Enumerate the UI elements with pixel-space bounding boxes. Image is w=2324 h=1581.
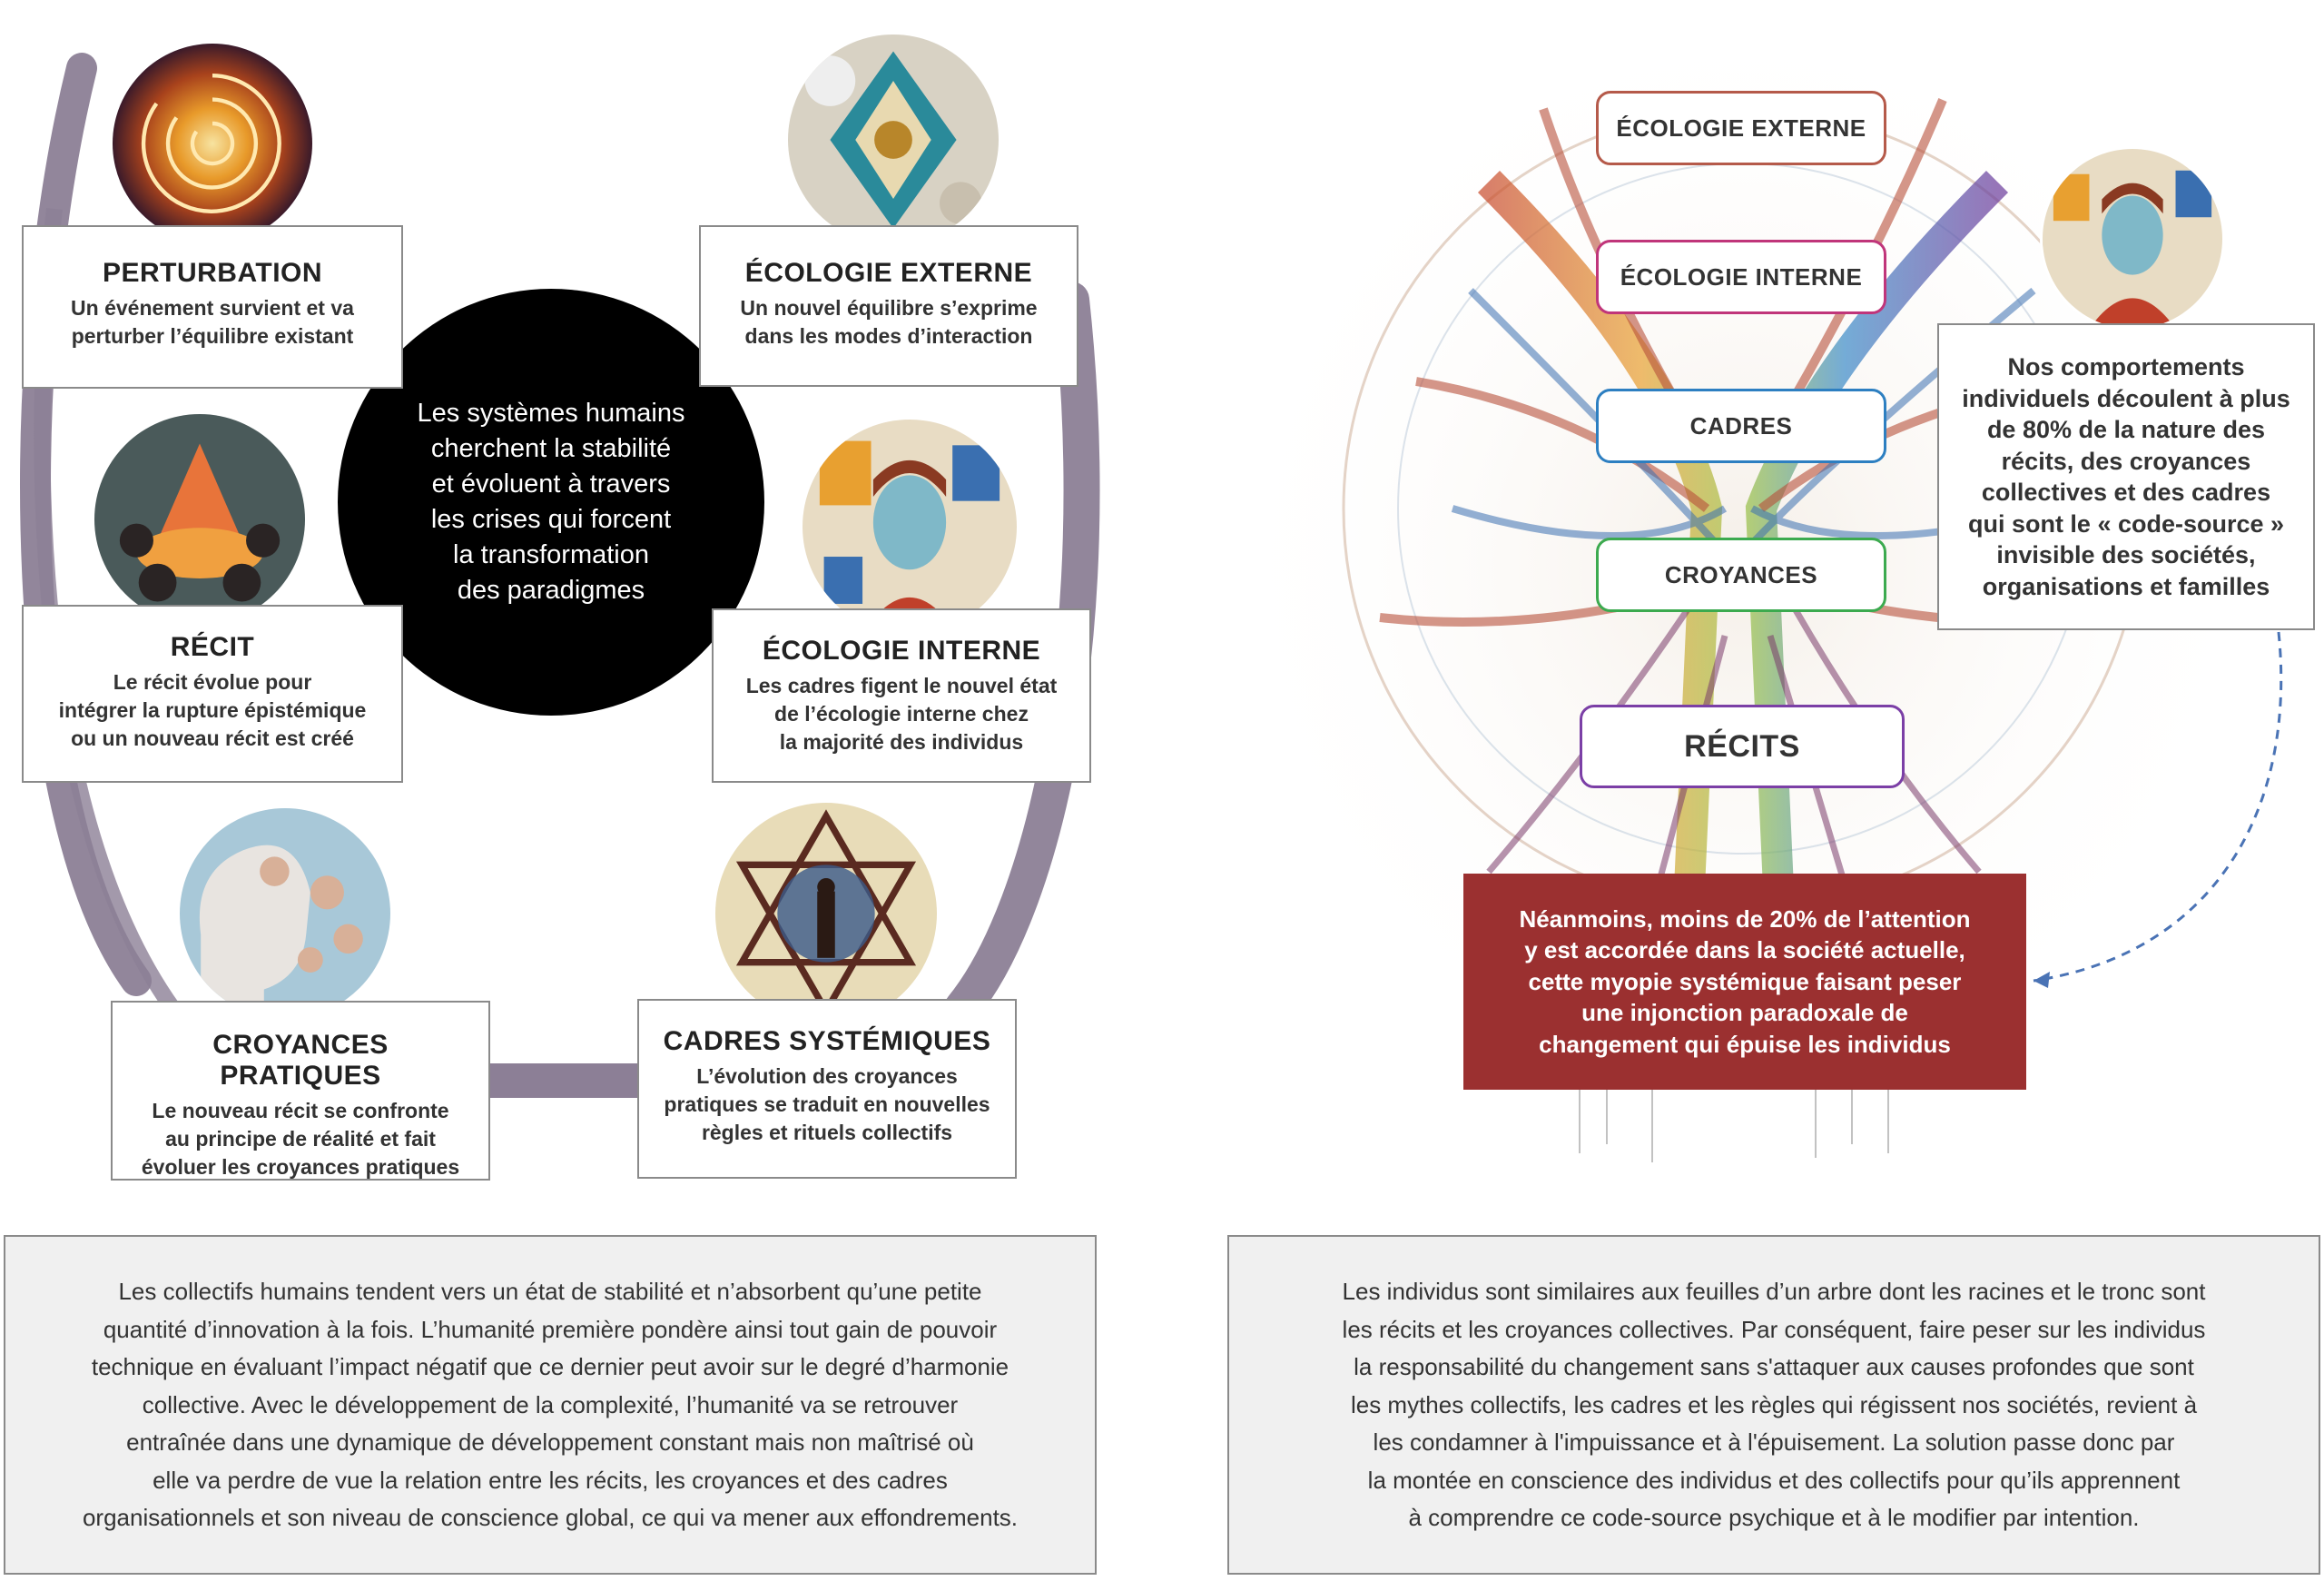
- stage-description: Le récit évolue pour intégrer la rupture…: [58, 670, 367, 750]
- stage-description: Le nouveau récit se confronte au princip…: [141, 1099, 460, 1179]
- dashed-arrow: [2033, 631, 2283, 988]
- stage-card-perturbation: PERTURBATION Un événement survient et va…: [22, 225, 403, 389]
- stage-title: CROYANCES PRATIQUES: [212, 1030, 389, 1091]
- layer-cadres: CADRES: [1596, 389, 1886, 463]
- left-summary-box: Les collectifs humains tendent vers un é…: [4, 1235, 1097, 1575]
- croyances-pratiques-image: [180, 808, 390, 1019]
- stage-description: Les cadres figent le nouvel état de l’éc…: [745, 674, 1058, 754]
- stage-card-ecologie-interne: ÉCOLOGIE INTERNE Les cadres figent le no…: [712, 608, 1091, 783]
- layer-ecologie-interne: ÉCOLOGIE INTERNE: [1596, 240, 1886, 314]
- stage-title: PERTURBATION: [102, 258, 323, 288]
- behaviour-info-box: Nos comportements individuels découlent …: [1937, 323, 2315, 630]
- behaviour-text: Nos comportements individuels découlent …: [1962, 353, 2290, 600]
- stage-title: ÉCOLOGIE EXTERNE: [744, 258, 1033, 288]
- layer-recits: RÉCITS: [1580, 705, 1905, 788]
- recit-image: [94, 414, 305, 625]
- right-summary-box: Les individus sont similaires aux feuill…: [1227, 1235, 2320, 1575]
- center-circle: Les systèmes humains cherchent la stabil…: [338, 289, 764, 716]
- perturbation-image: [113, 44, 312, 243]
- stage-description: Un événement survient et va perturber l’…: [71, 296, 354, 348]
- ecologie-externe-image: [788, 35, 999, 245]
- stage-card-croyances-pratiques: CROYANCES PRATIQUES Le nouveau récit se …: [111, 1001, 490, 1181]
- cadres-systemiques-image: [715, 803, 937, 1024]
- stage-description: Un nouvel équilibre s’exprime dans les m…: [740, 296, 1038, 348]
- layer-ecologie-externe: ÉCOLOGIE EXTERNE: [1596, 91, 1886, 165]
- stage-title: RÉCIT: [170, 632, 255, 662]
- stage-card-cadres-systemiques: CADRES SYSTÉMIQUES L’évolution des croya…: [637, 999, 1017, 1179]
- attention-box: Néanmoins, moins de 20% de l’attention y…: [1463, 874, 2026, 1090]
- portrait-image: [2043, 149, 2222, 329]
- stage-title: CADRES SYSTÉMIQUES: [663, 1026, 991, 1056]
- attention-text: Néanmoins, moins de 20% de l’attention y…: [1519, 904, 1971, 1058]
- center-text: Les systèmes humains cherchent la stabil…: [417, 399, 685, 605]
- stage-card-ecologie-externe: ÉCOLOGIE EXTERNE Un nouvel équilibre s’e…: [699, 225, 1078, 387]
- stage-description: L’évolution des croyances pratiques se t…: [664, 1064, 990, 1144]
- layer-croyances: CROYANCES: [1596, 538, 1886, 612]
- ecologie-interne-image: [803, 420, 1017, 634]
- stage-card-recit: RÉCIT Le récit évolue pour intégrer la r…: [22, 605, 403, 783]
- stage-title: ÉCOLOGIE INTERNE: [762, 636, 1041, 666]
